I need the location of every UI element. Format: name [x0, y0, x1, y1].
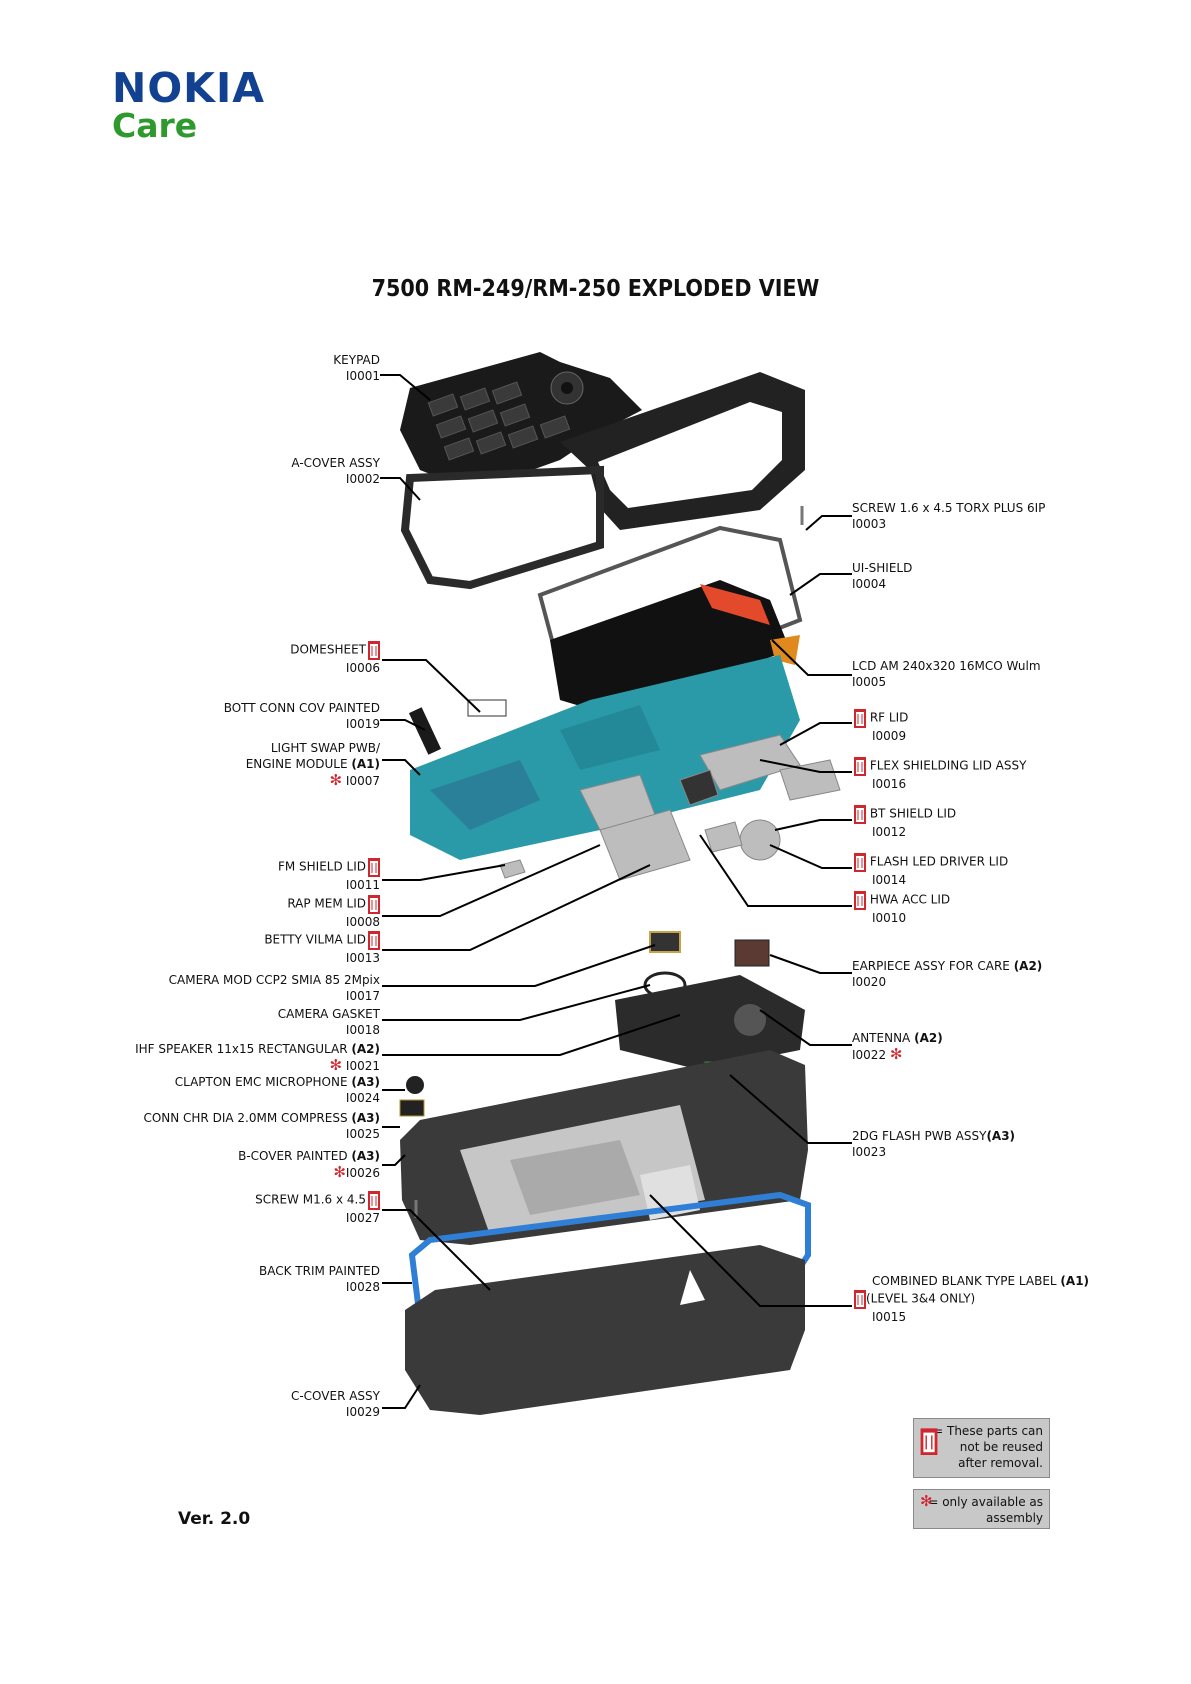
- red-bin-icon: [368, 641, 380, 660]
- red-bin-icon: [854, 757, 866, 776]
- red-bin-icon: [368, 858, 380, 877]
- red-bin-icon: [368, 1191, 380, 1210]
- label-flex-shielding-lid: FLEX SHIELDING LID ASSY I0016: [852, 756, 1026, 792]
- red-star-icon: ✻: [920, 1492, 933, 1510]
- label-b-cover: B-COVER PAINTED (A3) ✻I0026: [238, 1149, 380, 1181]
- red-bin-icon: [854, 709, 866, 728]
- label-charger-connector: CONN CHR DIA 2.0MM COMPRESS (A3) I0025: [143, 1111, 380, 1141]
- brand-name: NOKIA: [112, 64, 265, 112]
- charger-connector-part: [399, 1099, 425, 1117]
- earpiece-part: [734, 939, 770, 967]
- legend-assembly-only: ✻ = only available as assembly: [913, 1489, 1050, 1529]
- red-bin-icon: [920, 1428, 938, 1455]
- red-bin-icon: [854, 805, 866, 824]
- c-cover-part: [405, 1245, 805, 1415]
- label-clapton-microphone: CLAPTON EMC MICROPHONE (A3) I0024: [174, 1075, 380, 1105]
- label-flash-pwb: 2DG FLASH PWB ASSY(A3) I0023: [852, 1129, 1016, 1159]
- label-engine-module: LIGHT SWAP PWB/ ENGINE MODULE (A1) ✻ I00…: [245, 741, 380, 789]
- microphone-part: [406, 1076, 424, 1094]
- red-bin-icon: [368, 931, 380, 950]
- label-rap-mem-lid: RAP MEM LID I0008: [287, 894, 380, 930]
- engine-pwb-part: [410, 655, 800, 860]
- red-star-icon: ✻: [889, 1045, 903, 1063]
- antenna-module-part: [615, 975, 805, 1070]
- legend-not-reusable: = These parts can not be reused after re…: [913, 1418, 1050, 1478]
- keypad-part: [400, 352, 642, 478]
- label-bt-shield-lid: BT SHIELD LID I0012: [852, 804, 956, 840]
- bott-conn-cover-part: [408, 707, 442, 755]
- label-flash-led-driver-lid: FLASH LED DRIVER LID I0014: [852, 852, 1008, 888]
- label-ihf-speaker: IHF SPEAKER 11x15 RECTANGULAR (A2) ✻ I00…: [135, 1042, 380, 1074]
- shield-lids-part: [499, 734, 841, 881]
- red-bin-icon: [854, 1290, 866, 1309]
- label-type-label: COMBINED BLANK TYPE LABEL (A1) (LEVEL 3&…: [852, 1273, 1089, 1325]
- leader-lines: [380, 374, 681, 1409]
- label-antenna: ANTENNA (A2) I0022 ✻: [852, 1031, 943, 1063]
- label-rf-lid: RF LID I0009: [852, 708, 908, 744]
- red-star-icon: ✻: [329, 771, 343, 789]
- label-screw-m16: SCREW M1.6 x 4.5 I0027: [255, 1190, 380, 1226]
- leader-lines: [649, 515, 852, 1307]
- label-domesheet: DOMESHEET I0006: [290, 640, 380, 676]
- label-earpiece: EARPIECE ASSY FOR CARE (A2) I0020: [852, 959, 1043, 989]
- red-star-icon: ✻: [329, 1056, 343, 1074]
- a-cover-part: [400, 372, 805, 590]
- nokia-care-logo: NOKIA Care: [112, 66, 265, 144]
- camera-module-part: [649, 931, 681, 953]
- red-bin-icon: [854, 853, 866, 872]
- label-fm-shield-lid: FM SHIELD LID I0011: [278, 857, 380, 893]
- red-bin-icon: [854, 891, 866, 910]
- lcd-part: [550, 580, 800, 715]
- version-label: Ver. 2.0: [178, 1509, 251, 1529]
- brand-sub: Care: [112, 106, 198, 145]
- red-star-icon: ✻: [333, 1163, 346, 1181]
- red-bin-icon: [368, 895, 380, 914]
- page-title: 7500 RM-249/RM-250 EXPLODED VIEW: [371, 276, 820, 302]
- label-hwa-acc-lid: HWA ACC LID I0010: [852, 890, 950, 926]
- b-cover-part: [400, 1050, 808, 1245]
- label-betty-vilma-lid: BETTY VILMA LID I0013: [264, 930, 380, 966]
